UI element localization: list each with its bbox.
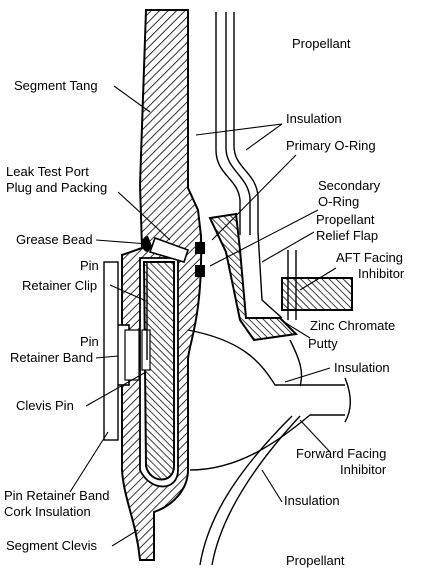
label-propellant-relief-1: Propellant — [316, 212, 375, 227]
label-segment-tang: Segment Tang — [14, 78, 98, 93]
label-segment-clevis: Segment Clevis — [6, 538, 98, 553]
label-aft-facing-1: AFT Facing — [336, 250, 403, 265]
insulation-outer — [289, 339, 303, 387]
propellant-relief-flap — [257, 231, 283, 319]
label-leak-test-port-2: Plug and Packing — [6, 180, 107, 195]
insulation-curve-lower — [189, 414, 345, 471]
label-secondary-oring-2: O-Ring — [318, 194, 359, 209]
leak-test-port-plug — [148, 236, 190, 263]
insulation-curve-upper — [187, 329, 345, 386]
label-aft-facing-2: Inhibitor — [358, 266, 405, 281]
tang-tongue — [142, 261, 175, 481]
label-propellant-relief-2: Relief Flap — [316, 228, 378, 243]
insulation-wall-upper — [215, 12, 241, 235]
label-insulation-upper: Insulation — [286, 111, 342, 126]
label-secondary-oring-1: Secondary — [318, 178, 381, 193]
label-grease-bead: Grease Bead — [16, 232, 93, 247]
secondary-oring — [195, 265, 205, 277]
label-propellant-bottom: Propellant — [286, 553, 345, 568]
label-forward-facing-1: Forward Facing — [296, 446, 386, 461]
label-insulation-mid: Insulation — [334, 360, 390, 375]
insulation-wall-upper-2 — [225, 12, 251, 235]
label-pin-retainer-clip-1: Pin — [80, 258, 99, 273]
cork-insulation — [103, 261, 119, 441]
label-zinc-chromate-1: Zinc Chromate — [310, 318, 395, 333]
label-pin-retainer-clip-2: Retainer Clip — [22, 278, 97, 293]
label-propellant-top: Propellant — [292, 36, 351, 51]
insulation-curve-forward-2 — [199, 415, 293, 566]
leader-lines — [69, 85, 337, 547]
insulation-wedge — [208, 212, 299, 342]
label-zinc-chromate-2: Putty — [308, 336, 338, 351]
label-leak-test-port-1: Leak Test Port — [6, 164, 89, 179]
label-pin-retainer-band-2: Retainer Band — [10, 350, 93, 365]
insulation-right-edge — [344, 377, 351, 423]
label-insulation-lower: Insulation — [284, 493, 340, 508]
label-cork-insulation-1: Pin Retainer Band — [4, 488, 110, 503]
label-clevis-pin: Clevis Pin — [16, 398, 74, 413]
primary-oring — [195, 242, 205, 254]
label-cork-insulation-2: Cork Insulation — [4, 504, 91, 519]
label-primary-oring: Primary O-Ring — [286, 138, 376, 153]
label-forward-facing-2: Inhibitor — [340, 462, 387, 477]
insulation-wall-upper-3 — [233, 12, 259, 232]
label-pin-retainer-band-1: Pin — [80, 334, 99, 349]
clevis-pin — [141, 329, 151, 371]
aft-facing-inhibitor — [281, 277, 353, 311]
insulation-curve-forward — [211, 415, 301, 566]
pin-retainer-band-inner — [124, 329, 140, 381]
